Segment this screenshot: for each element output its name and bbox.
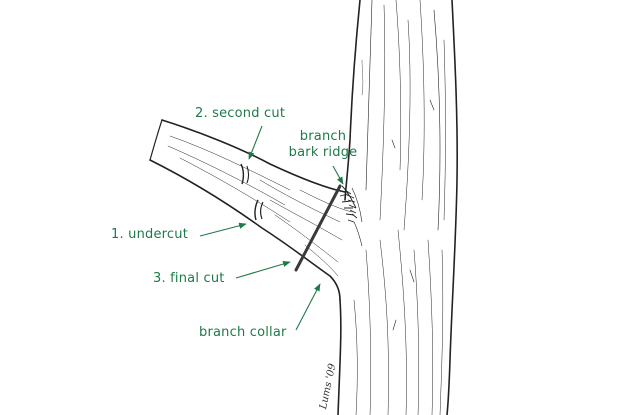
label-branch-collar: branch collar xyxy=(199,325,287,340)
label-branch-bark-ridge-line1: branch xyxy=(299,129,347,144)
arrow-pointer-icon xyxy=(235,261,291,279)
label-final-cut: 3. final cut xyxy=(153,271,225,286)
label-branch-bark-ridge-line2: bark ridge xyxy=(288,145,358,160)
label-branch-bark-ridge: branch bark ridge xyxy=(288,129,358,161)
undercut-notch xyxy=(254,199,264,221)
second-cut-notch xyxy=(240,163,250,185)
final-cut-line xyxy=(294,184,342,272)
pointer-arrows xyxy=(199,125,344,331)
arrow-pointer-icon xyxy=(248,125,263,160)
label-second-cut: 2. second cut xyxy=(195,106,286,121)
arrow-pointer-icon xyxy=(199,222,247,237)
arrow-pointer-icon xyxy=(295,283,321,331)
branch-bark-ridge xyxy=(339,185,363,247)
tree-branch xyxy=(149,119,353,301)
tree-trunk xyxy=(337,0,458,415)
arrow-pointer-icon xyxy=(332,165,344,185)
label-undercut: 1. undercut xyxy=(111,227,189,242)
